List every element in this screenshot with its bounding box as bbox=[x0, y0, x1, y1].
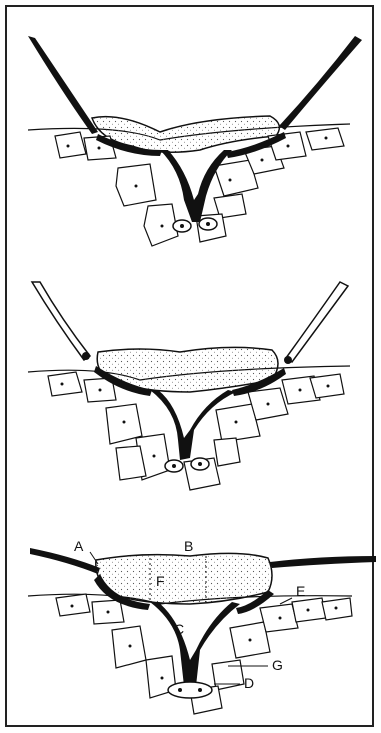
label-e: E bbox=[296, 583, 305, 599]
panel-2 bbox=[28, 282, 350, 490]
panel-2-left-blade bbox=[32, 282, 90, 360]
panel-1-left-blade bbox=[28, 36, 98, 134]
label-c: C bbox=[174, 621, 184, 637]
panel-3-right-blade bbox=[270, 556, 376, 568]
panel-3: A B C D E F G bbox=[28, 538, 376, 714]
label-g: G bbox=[272, 657, 283, 673]
label-b: B bbox=[184, 538, 193, 554]
label-f: F bbox=[156, 573, 165, 589]
panel-2-right-blade bbox=[286, 282, 348, 362]
panel-3-left-blade bbox=[30, 548, 100, 574]
label-a: A bbox=[74, 538, 84, 554]
panel-1-right-blade bbox=[279, 36, 362, 130]
panel-3-stoma bbox=[168, 682, 212, 698]
panel-1 bbox=[28, 36, 362, 246]
panel-3-stippled-plate bbox=[96, 553, 272, 604]
label-d: D bbox=[244, 675, 254, 691]
